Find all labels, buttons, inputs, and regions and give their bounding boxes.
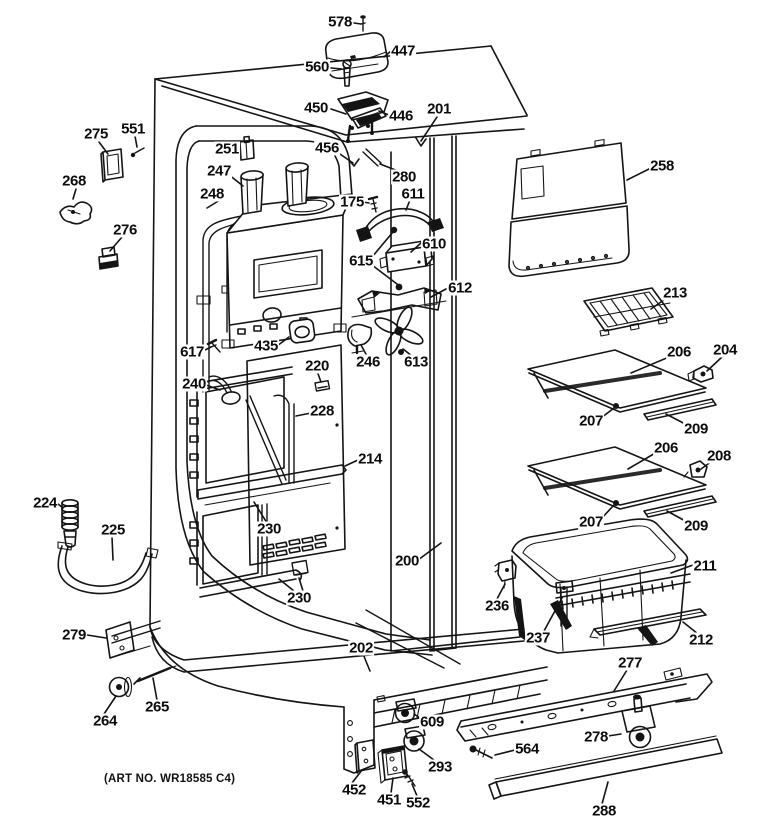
part-label-264: 264 — [92, 712, 118, 730]
part-label-248: 248 — [199, 185, 225, 203]
part-label-212: 212 — [688, 631, 714, 649]
part-label-228: 228 — [309, 402, 335, 420]
part-label-578: 578 — [327, 13, 353, 31]
part-label-207: 207 — [578, 412, 604, 430]
part-label-279: 279 — [61, 626, 87, 644]
part-label-246: 246 — [355, 353, 381, 371]
part-label-611: 611 — [400, 185, 426, 203]
wire-shelf-1 — [527, 349, 707, 413]
leader-lines — [57, 22, 723, 805]
shelf-trim-1 — [643, 398, 717, 421]
evaporator-assembly — [189, 212, 347, 598]
part-label-275: 275 — [83, 125, 109, 143]
part-label-230: 230 — [286, 589, 312, 607]
part-label-175: 175 — [339, 193, 365, 211]
part-label-615: 615 — [348, 252, 374, 270]
part-label-213: 213 — [662, 284, 688, 302]
basket-211 — [494, 518, 707, 654]
part-label-293: 293 — [427, 758, 453, 776]
shelf-clip-208 — [683, 460, 708, 478]
part-label-276: 276 — [112, 221, 138, 239]
part-label-209: 209 — [683, 420, 709, 438]
part-label-435: 435 — [253, 337, 279, 355]
screw-564 — [469, 745, 493, 759]
left-side-parts — [57, 147, 177, 698]
part-label-204: 204 — [712, 341, 738, 359]
bottom-rollers-brackets — [354, 698, 426, 787]
part-label-268: 268 — [61, 172, 87, 190]
part-label-207: 207 — [578, 513, 604, 531]
part-label-258: 258 — [649, 157, 675, 175]
part-label-224: 224 — [32, 494, 58, 512]
evaporator-cover-258 — [508, 138, 630, 278]
wire-shelf-2 — [527, 446, 707, 510]
part-label-612: 612 — [447, 279, 473, 297]
part-label-451: 451 — [376, 791, 402, 809]
shelf-trim-2 — [643, 495, 717, 518]
part-label-456: 456 — [314, 139, 340, 157]
part-label-206: 206 — [653, 439, 679, 457]
part-label-280: 280 — [391, 168, 417, 186]
part-label-610: 610 — [421, 235, 447, 253]
part-label-447: 447 — [390, 42, 416, 60]
top-hinge-parts — [324, 15, 389, 143]
part-label-240: 240 — [181, 375, 207, 393]
part-label-209: 209 — [683, 517, 709, 535]
part-label-237: 237 — [525, 629, 551, 647]
part-label-225: 225 — [100, 521, 126, 539]
part-label-617: 617 — [179, 343, 205, 361]
part-label-278: 278 — [583, 728, 609, 746]
part-label-202: 202 — [348, 639, 374, 657]
part-label-247: 247 — [206, 162, 232, 180]
part-label-220: 220 — [304, 357, 330, 375]
part-label-230: 230 — [256, 520, 282, 538]
part-label-551: 551 — [120, 120, 146, 138]
part-label-560: 560 — [304, 58, 330, 76]
part-label-450: 450 — [303, 99, 329, 117]
art-number: (ART NO. WR18585 C4) — [104, 773, 236, 785]
part-label-211: 211 — [692, 557, 718, 575]
part-label-236: 236 — [484, 597, 510, 615]
part-label-446: 446 — [388, 107, 414, 125]
bottom-rail-277 — [456, 667, 713, 742]
kickplate-grille-288 — [488, 735, 723, 800]
part-label-265: 265 — [144, 698, 170, 716]
roller-278 — [621, 694, 656, 749]
part-label-206: 206 — [666, 343, 692, 361]
part-label-214: 214 — [357, 450, 383, 468]
part-label-609: 609 — [419, 713, 445, 731]
part-label-613: 613 — [403, 353, 429, 371]
part-label-201: 201 — [426, 100, 452, 118]
shelf-clip-204 — [687, 365, 714, 383]
icemaker-assembly — [221, 135, 353, 349]
part-label-564: 564 — [514, 740, 540, 758]
part-label-208: 208 — [706, 447, 732, 465]
part-label-200: 200 — [394, 552, 420, 570]
part-label-288: 288 — [591, 802, 617, 820]
part-label-277: 277 — [617, 654, 643, 672]
part-label-452: 452 — [341, 781, 367, 799]
part-label-552: 552 — [405, 794, 431, 812]
part-label-251: 251 — [214, 140, 240, 158]
